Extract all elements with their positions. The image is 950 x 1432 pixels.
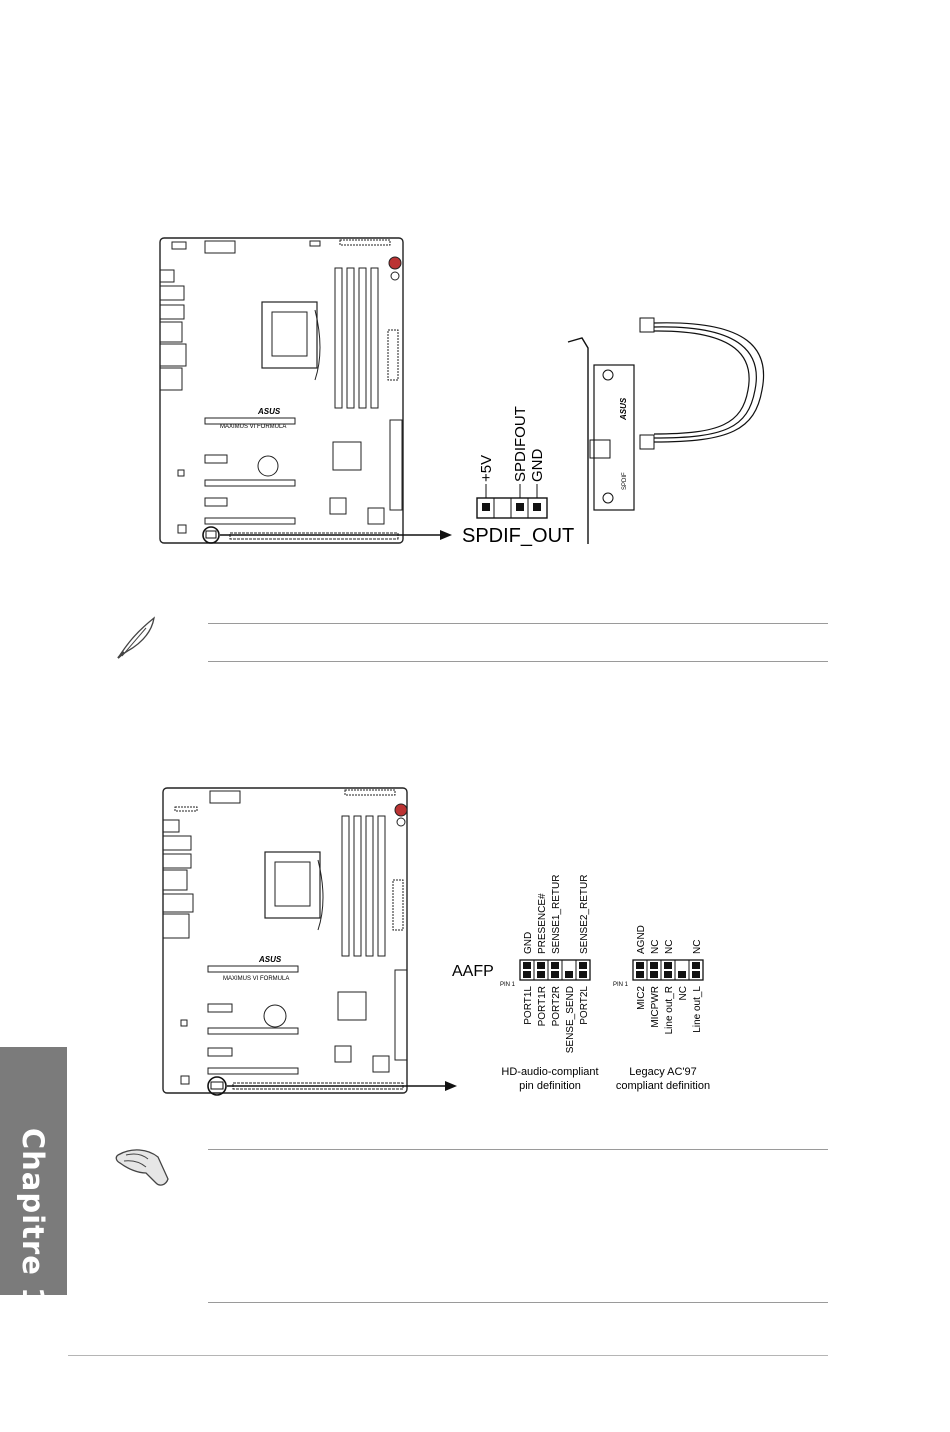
ac97-connector — [632, 959, 704, 981]
spdif-connector-label: SPDIF_OUT — [462, 525, 574, 547]
ac97-caption-line1: Legacy AC'97 — [629, 1066, 697, 1078]
hd-bottom-label-port2r: PORT2R — [551, 986, 562, 1026]
note-rule-top — [208, 623, 828, 624]
hd-pin1-label: PIN 1 — [500, 982, 516, 988]
hd-bottom-label-port1r: PORT1R — [537, 986, 548, 1026]
ac97-caption-line2: compliant definition — [616, 1080, 710, 1092]
spdif-pin-label-5v: +5V — [478, 455, 495, 482]
hd-top-label-gnd: GND — [523, 932, 534, 954]
spdif-bracket-brand: ASUS — [619, 397, 628, 421]
spdif-board-brand: ASUS — [257, 407, 281, 416]
hd-top-label-sense1: SENSE1_RETUR — [551, 875, 562, 954]
note2-rule-bottom — [208, 1302, 828, 1303]
spdif-pin-label-gnd: GND — [529, 449, 546, 483]
aafp-figure: ASUS MAXIMUS VI FORMULA AAFP PIN 1 GND P… — [162, 787, 710, 1096]
ac97-bottom-label-lineout-r: Line out_R — [664, 986, 675, 1034]
hd-audio-connector — [519, 959, 591, 981]
hd-bottom-label-port1l: PORT1L — [523, 986, 534, 1025]
ac97-bottom-label-lineout-l: Line out_L — [692, 986, 703, 1033]
aafp-motherboard-outline — [162, 787, 408, 1094]
aafp-header-highlight — [207, 1076, 227, 1096]
spdif-board-model: MAXIMUS VI FORMULA — [220, 424, 286, 430]
hd-caption-line2: pin definition — [519, 1080, 581, 1092]
aafp-board-brand: ASUS — [258, 955, 282, 964]
hd-caption-line1: HD-audio-compliant — [501, 1066, 598, 1078]
hd-bottom-label-sense-send: SENSE_SEND — [565, 986, 576, 1053]
aafp-board-model: MAXIMUS VI FORMULA — [223, 976, 289, 982]
ac97-bottom-label-nc: NC — [678, 986, 689, 1000]
motherboard-outline — [159, 237, 404, 544]
ac97-bottom-label-mic2: MIC2 — [636, 986, 647, 1010]
aafp-connector-label: AAFP — [452, 963, 494, 980]
ac97-bottom-label-micpwr: MICPWR — [650, 986, 661, 1028]
hand-icon — [112, 1145, 174, 1191]
spdif-bracket-text: SPDIF — [622, 472, 628, 490]
spdif-pin-label-spdifout: SPDIFOUT — [512, 406, 529, 482]
chapter-label: Chapitre 1 — [16, 1127, 50, 1309]
ac97-pin1-label: PIN 1 — [613, 982, 629, 988]
ac97-top-label-nc-3: NC — [692, 940, 703, 954]
footer-rule — [68, 1355, 828, 1356]
feather-pen-icon — [112, 612, 162, 662]
hd-bottom-label-port2l: PORT2L — [579, 986, 590, 1025]
note-rule-bottom — [208, 661, 828, 662]
chapter-tab: Chapitre 1 — [0, 1047, 67, 1308]
spdif-figure: ASUS MAXIMUS VI FORMULA +5V SPDIFOUT GND… — [159, 237, 765, 547]
ac97-top-label-agnd: AGND — [636, 925, 647, 954]
note2-rule-top — [208, 1149, 828, 1150]
hd-top-label-sense2: SENSE2_RETUR — [579, 875, 590, 954]
hd-top-label-presence: PRESENCE# — [537, 893, 548, 954]
ac97-top-label-nc-1: NC — [650, 940, 661, 954]
spdif-header-highlight — [202, 526, 220, 544]
ac97-top-label-nc-2: NC — [664, 940, 675, 954]
